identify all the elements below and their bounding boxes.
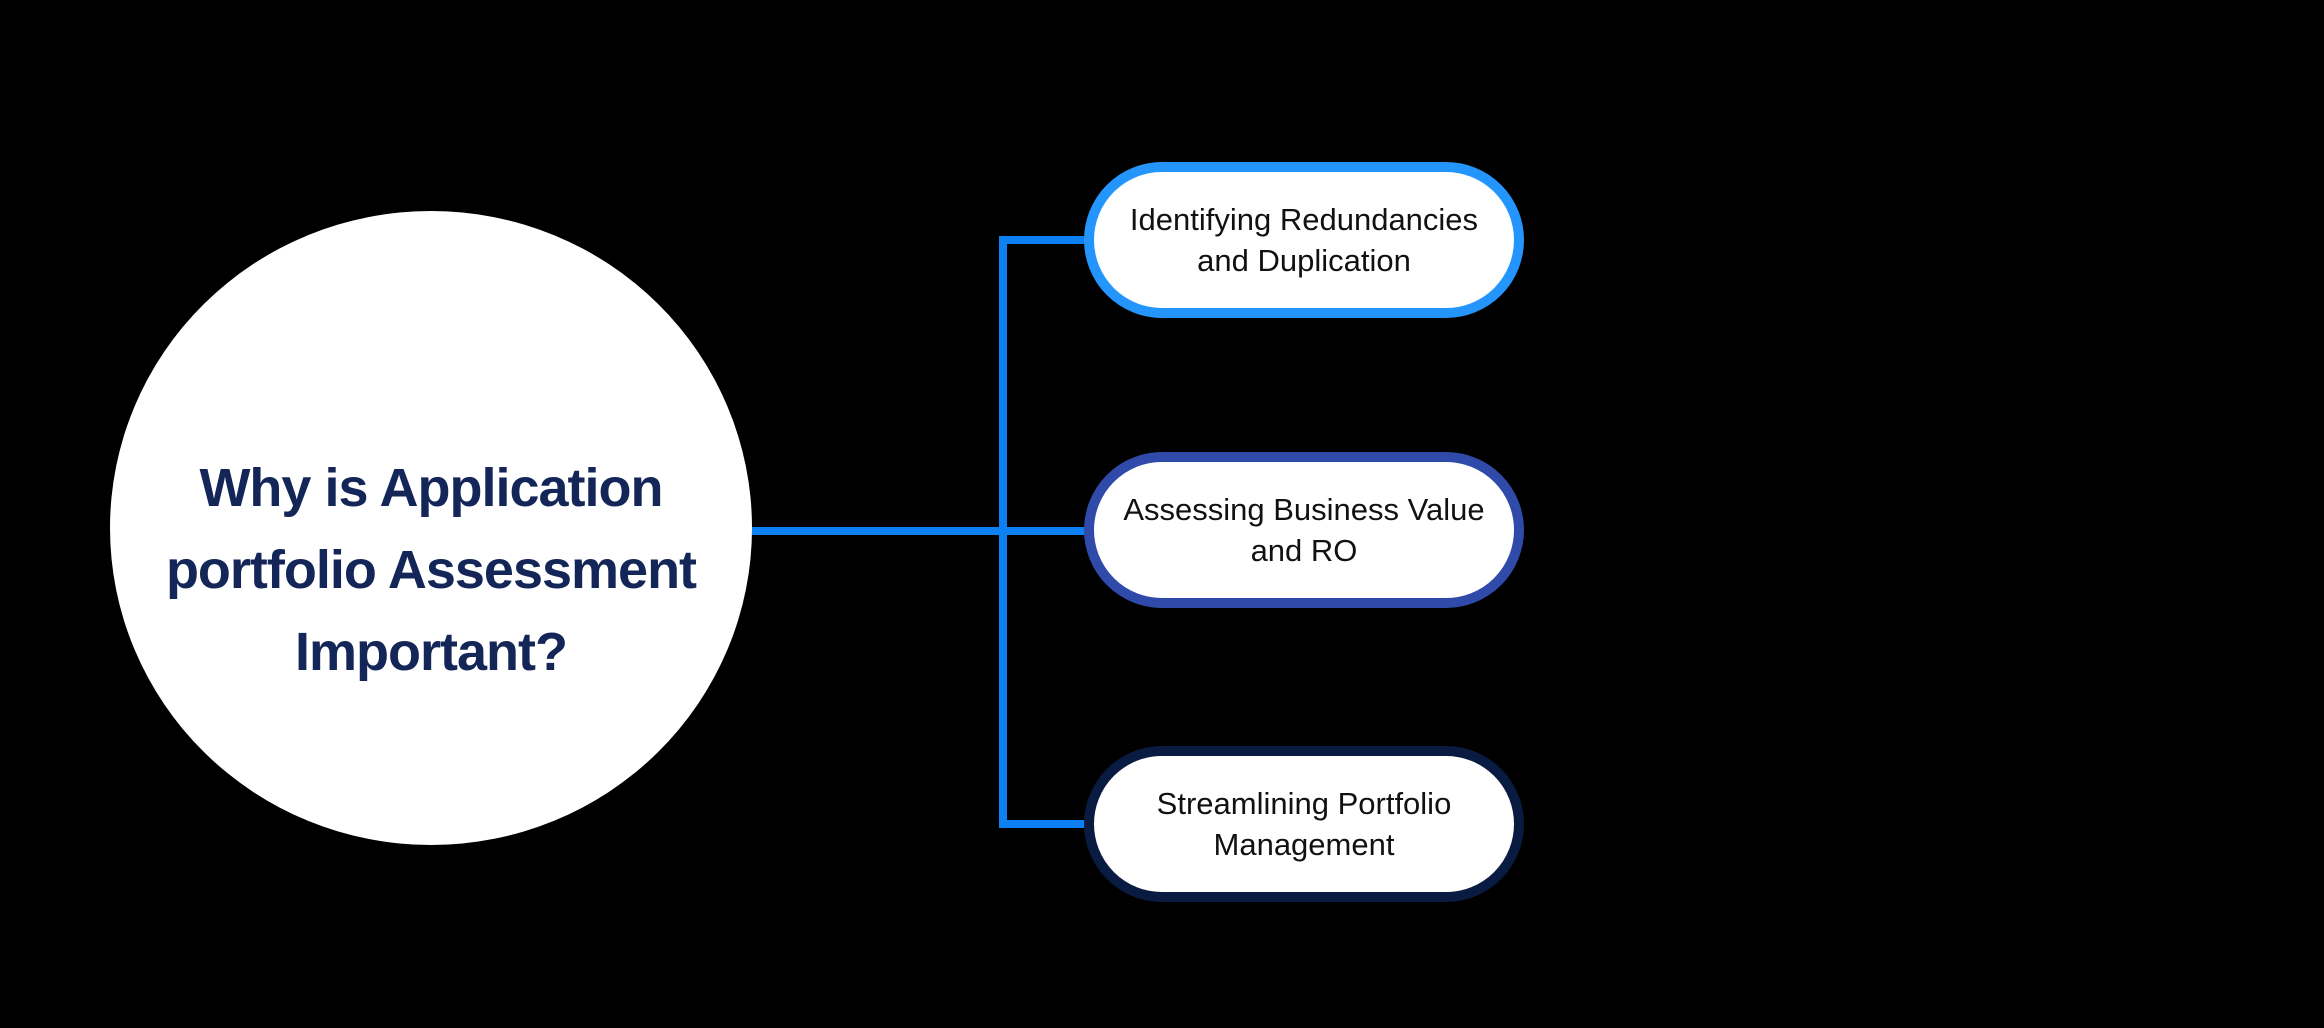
connector-center-to-trunk — [740, 527, 1088, 535]
central-topic-node: Why is Application portfolio Assessment … — [110, 211, 752, 845]
branch-node-label-line: and RO — [1250, 533, 1358, 568]
branch-node-streamlining-portfolio-management: Streamlining Portfolio Management — [1084, 746, 1524, 902]
central-topic-label-line: Why is Application — [199, 458, 663, 518]
connector-branch-bottom — [999, 820, 1088, 828]
branch-node-label-line: Assessing Business Value — [1123, 492, 1485, 527]
branch-node-label-line: Identifying Redundancies — [1129, 202, 1479, 237]
branch-node-label: Streamlining Portfolio Management — [1157, 783, 1452, 865]
branch-node-label: Assessing Business Value and RO — [1123, 489, 1484, 571]
branch-node-label-line: Management — [1213, 827, 1395, 862]
connector-trunk-vertical — [999, 236, 1007, 828]
branch-node-label-line: Streamlining Portfolio — [1156, 786, 1452, 821]
central-topic-label-line: Important? — [295, 622, 568, 682]
branch-node-assessing-business-value-and-ro: Assessing Business Value and RO — [1084, 452, 1524, 608]
branch-node-identifying-redundancies-and-duplication: Identifying Redundancies and Duplication — [1084, 162, 1524, 318]
central-topic-label: Why is Application portfolio Assessment … — [165, 447, 697, 693]
connector-branch-top — [999, 236, 1088, 244]
branch-node-label: Identifying Redundancies and Duplication — [1130, 199, 1478, 281]
central-topic-label-line: portfolio Assessment — [165, 540, 697, 600]
branch-node-label-line: and Duplication — [1197, 243, 1411, 278]
